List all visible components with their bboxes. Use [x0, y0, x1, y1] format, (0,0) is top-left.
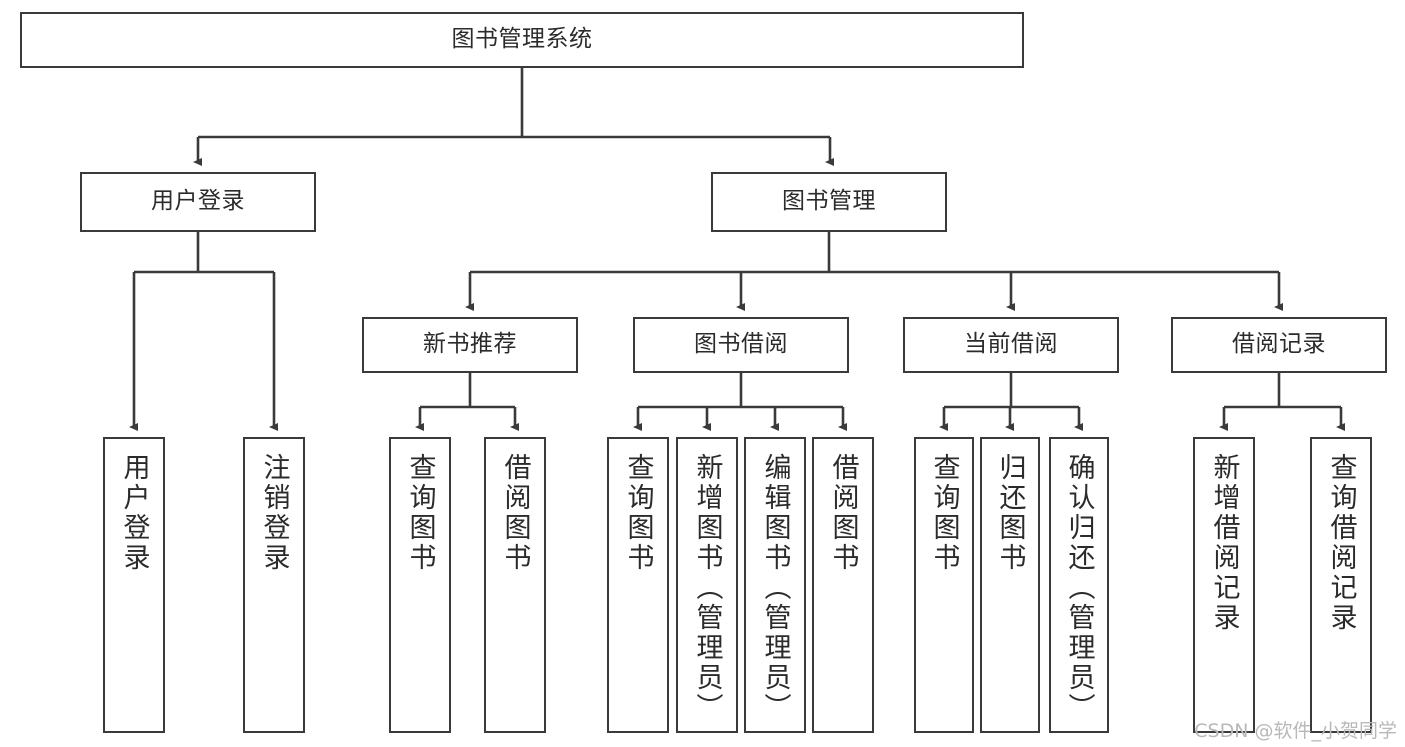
node-leaf-query-book-2-label: 查询图书 — [622, 453, 654, 573]
node-leaf-borrow-book-2[interactable]: 借阅图书 — [812, 437, 874, 733]
node-leaf-confirm-return-label: 确认归还（管理员） — [1063, 453, 1095, 723]
node-root[interactable]: 图书管理系统 — [20, 12, 1024, 68]
node-leaf-add-book-label: 新增图书（管理员） — [691, 453, 723, 723]
node-leaf-user-login[interactable]: 用户登录 — [103, 437, 165, 733]
node-leaf-return-book[interactable]: 归还图书 — [980, 437, 1040, 733]
node-leaf-borrow-book-2-label: 借阅图书 — [827, 453, 859, 573]
node-leaf-query-book-3[interactable]: 查询图书 — [914, 437, 974, 733]
node-book-manage[interactable]: 图书管理 — [711, 172, 947, 232]
node-leaf-add-record-label: 新增借阅记录 — [1208, 453, 1240, 633]
node-current-borrow-label: 当前借阅 — [964, 331, 1058, 358]
node-leaf-query-book-2[interactable]: 查询图书 — [607, 437, 669, 733]
node-leaf-edit-book-label: 编辑图书（管理员） — [759, 453, 791, 723]
node-leaf-borrow-book-1[interactable]: 借阅图书 — [484, 437, 546, 733]
node-borrow-record-label: 借阅记录 — [1232, 331, 1326, 358]
node-leaf-add-book[interactable]: 新增图书（管理员） — [676, 437, 738, 733]
node-leaf-add-record[interactable]: 新增借阅记录 — [1193, 437, 1255, 733]
node-leaf-query-record[interactable]: 查询借阅记录 — [1310, 437, 1372, 733]
node-new-book-recommend-label: 新书推荐 — [423, 331, 517, 358]
node-book-borrow-label: 图书借阅 — [694, 331, 788, 358]
node-new-book-recommend[interactable]: 新书推荐 — [362, 317, 578, 373]
node-borrow-record[interactable]: 借阅记录 — [1171, 317, 1387, 373]
node-leaf-logout[interactable]: 注销登录 — [243, 437, 305, 733]
node-leaf-query-book-1-label: 查询图书 — [404, 453, 436, 573]
node-user-login[interactable]: 用户登录 — [80, 172, 316, 232]
node-leaf-query-book-1[interactable]: 查询图书 — [389, 437, 451, 733]
node-book-borrow[interactable]: 图书借阅 — [633, 317, 849, 373]
node-leaf-query-record-label: 查询借阅记录 — [1325, 453, 1357, 633]
node-leaf-return-book-label: 归还图书 — [994, 453, 1026, 573]
node-leaf-confirm-return[interactable]: 确认归还（管理员） — [1049, 437, 1109, 733]
node-leaf-query-book-3-label: 查询图书 — [928, 453, 960, 573]
node-root-label: 图书管理系统 — [451, 26, 593, 53]
node-user-login-label: 用户登录 — [151, 188, 245, 215]
csdn-watermark: CSDN @软件_小贺同学 — [1194, 720, 1397, 742]
node-current-borrow[interactable]: 当前借阅 — [903, 317, 1119, 373]
node-book-manage-label: 图书管理 — [782, 188, 876, 215]
node-leaf-edit-book[interactable]: 编辑图书（管理员） — [744, 437, 806, 733]
node-leaf-user-login-label: 用户登录 — [118, 453, 150, 573]
node-leaf-logout-label: 注销登录 — [258, 453, 290, 573]
node-leaf-borrow-book-1-label: 借阅图书 — [499, 453, 531, 573]
